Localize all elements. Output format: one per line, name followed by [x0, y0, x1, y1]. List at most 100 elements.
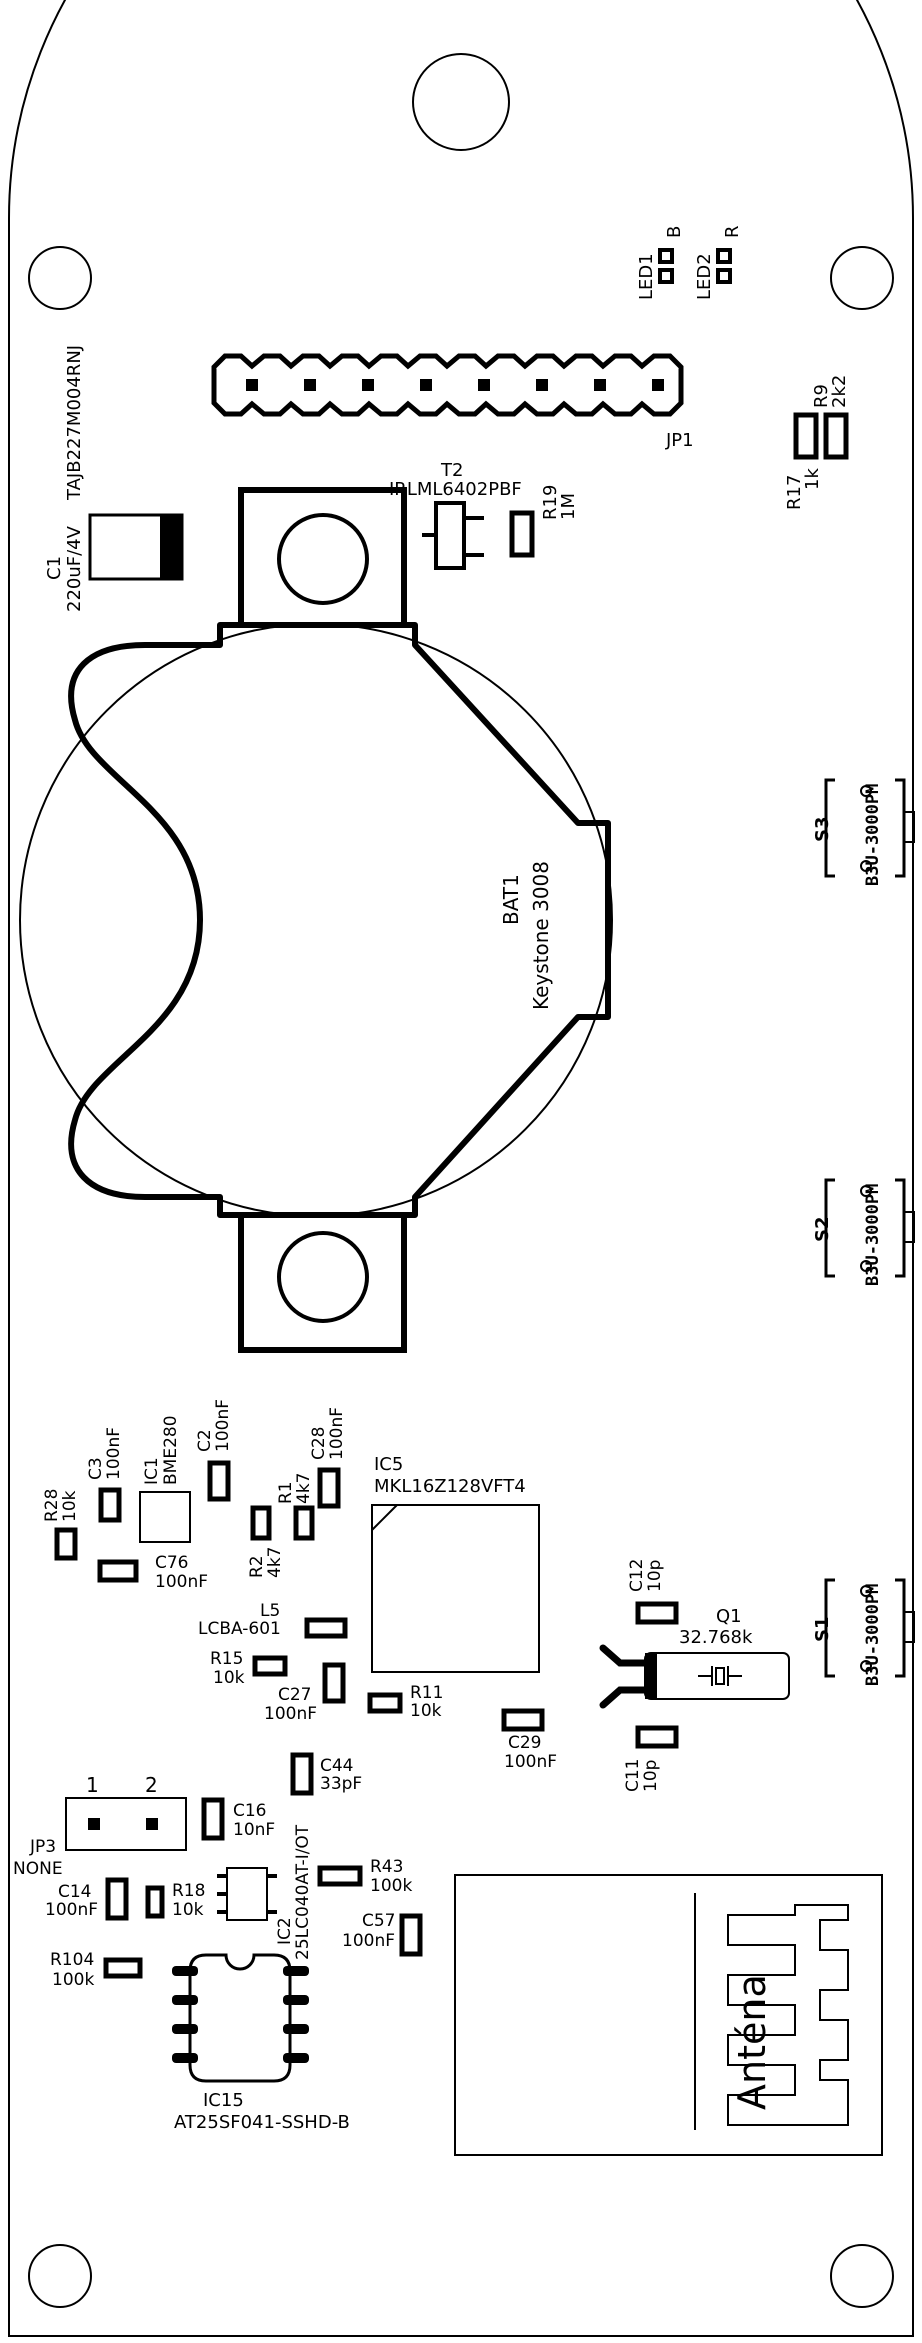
r9: R9 2k2 — [811, 375, 850, 460]
r2: R2 4k7 — [247, 1505, 285, 1578]
switch-s1: S1 B3U-3000PM — [812, 1578, 915, 1686]
svg-text:100nF: 100nF — [155, 1572, 208, 1592]
svg-text:C28: C28 — [309, 1426, 329, 1460]
svg-text:TAJB227M004RNJ: TAJB227M004RNJ — [64, 345, 85, 501]
jp3-jumper: 1 2 JP3 NONE — [13, 1773, 187, 1879]
svg-text:T2: T2 — [440, 460, 463, 481]
jp1-header: JP1 — [211, 353, 694, 451]
svg-text:2: 2 — [145, 1773, 158, 1797]
c29: C29 100nF — [501, 1708, 557, 1772]
c2: C2 100nF — [195, 1399, 233, 1502]
svg-text:1: 1 — [86, 1773, 99, 1797]
svg-text:25LC040AT-I/OT: 25LC040AT-I/OT — [293, 1824, 313, 1960]
svg-text:100nF: 100nF — [327, 1407, 347, 1460]
svg-text:100nF: 100nF — [504, 1752, 557, 1772]
svg-text:2k2: 2k2 — [829, 375, 850, 408]
svg-text:100nF: 100nF — [45, 1900, 98, 1920]
svg-text:10p: 10p — [641, 1760, 661, 1792]
svg-text:C76: C76 — [155, 1553, 189, 1573]
svg-text:LED2: LED2 — [694, 253, 715, 300]
mounting-holes — [28, 53, 894, 2308]
svg-text:C1: C1 — [44, 556, 65, 580]
svg-text:4k7: 4k7 — [265, 1547, 285, 1578]
svg-text:Anténa: Anténa — [730, 1974, 774, 2110]
svg-text:C2: C2 — [195, 1429, 215, 1452]
switch-s3: S3 B3U-3000PM — [812, 778, 915, 886]
svg-text:B3U-3000PM: B3U-3000PM — [863, 784, 883, 886]
svg-text:10k: 10k — [172, 1900, 204, 1920]
r11: R11 10k — [367, 1683, 443, 1721]
svg-text:C16: C16 — [233, 1801, 267, 1821]
svg-text:10k: 10k — [213, 1668, 245, 1688]
svg-text:R18: R18 — [172, 1881, 205, 1901]
bat1-battery-holder: BAT1 Keystone 3008 — [19, 487, 613, 1353]
r1: R1 4k7 — [276, 1473, 315, 1541]
svg-text:NONE: NONE — [13, 1859, 63, 1879]
svg-text:BME280: BME280 — [161, 1415, 181, 1485]
svg-text:C57: C57 — [362, 1911, 396, 1931]
svg-text:S3: S3 — [812, 817, 833, 843]
svg-text:JP3: JP3 — [29, 1837, 56, 1857]
ic1-bme280: IC1 BME280 — [139, 1415, 191, 1543]
svg-text:100k: 100k — [52, 1970, 94, 1990]
r43: R43 100k — [317, 1857, 412, 1896]
svg-text:Keystone 3008: Keystone 3008 — [529, 861, 553, 1010]
c1-capacitor: C1 220uF/4V TAJB227M004RNJ — [44, 345, 184, 612]
svg-text:IRLML6402PBF: IRLML6402PBF — [389, 479, 522, 500]
svg-text:33pF: 33pF — [320, 1774, 362, 1794]
svg-text:IC5: IC5 — [374, 1454, 403, 1475]
svg-text:100nF: 100nF — [104, 1427, 124, 1480]
c57: C57 100nF — [342, 1911, 423, 1957]
q1-crystal: Q1 32.768k — [599, 1606, 790, 1709]
switch-s2: S2 B3U-3000PM — [812, 1178, 915, 1286]
svg-text:IC15: IC15 — [203, 2090, 244, 2111]
svg-text:100nF: 100nF — [342, 1931, 395, 1951]
svg-text:R: R — [722, 225, 743, 238]
svg-text:R104: R104 — [50, 1950, 94, 1970]
svg-text:L5: L5 — [260, 1601, 280, 1621]
svg-text:MKL16Z128VFT4: MKL16Z128VFT4 — [374, 1476, 526, 1497]
svg-text:R15: R15 — [210, 1649, 243, 1669]
svg-text:100nF: 100nF — [264, 1704, 317, 1724]
svg-text:10nF: 10nF — [233, 1820, 275, 1840]
svg-text:100nF: 100nF — [213, 1399, 233, 1452]
svg-text:LCBA-601: LCBA-601 — [198, 1619, 281, 1639]
svg-text:R28: R28 — [42, 1489, 62, 1522]
c11: C11 10p — [623, 1725, 679, 1792]
r19: R19 1M — [509, 485, 579, 558]
svg-text:AT25SF041-SSHD-B: AT25SF041-SSHD-B — [174, 2112, 350, 2133]
c28: C28 100nF — [309, 1407, 347, 1509]
svg-text:C44: C44 — [320, 1756, 354, 1776]
svg-text:C11: C11 — [623, 1758, 643, 1792]
svg-text:1k: 1k — [802, 468, 823, 490]
board-outline — [8, 0, 914, 2337]
svg-text:C29: C29 — [508, 1733, 542, 1753]
c3: C3 100nF — [86, 1427, 124, 1523]
svg-text:10k: 10k — [60, 1490, 80, 1522]
ic2-eeprom: IC2 25LC040AT-I/OT — [217, 1824, 313, 1960]
r104: R104 100k — [50, 1950, 143, 1990]
c76: C76 100nF — [97, 1553, 208, 1592]
svg-text:R2: R2 — [247, 1555, 267, 1578]
c27: C27 100nF — [264, 1662, 346, 1724]
svg-text:1M: 1M — [558, 493, 579, 520]
led1: LED1 B — [636, 226, 685, 300]
svg-text:C12: C12 — [627, 1558, 647, 1592]
svg-text:Q1: Q1 — [716, 1606, 742, 1627]
svg-text:10p: 10p — [645, 1560, 665, 1592]
ic5-mcu: IC5 MKL16Z128VFT4 — [371, 1454, 540, 1673]
svg-text:R1: R1 — [276, 1481, 296, 1504]
svg-text:LED1: LED1 — [636, 253, 657, 300]
c44: C44 33pF — [290, 1752, 362, 1796]
svg-text:C27: C27 — [278, 1685, 312, 1705]
svg-text:IC2: IC2 — [275, 1917, 295, 1945]
ic15-flash: IC15 AT25SF041-SSHD-B — [172, 1953, 350, 2133]
svg-text:R19: R19 — [540, 485, 561, 520]
svg-text:C14: C14 — [58, 1882, 92, 1902]
svg-text:R43: R43 — [370, 1857, 403, 1877]
svg-text:100k: 100k — [370, 1876, 412, 1896]
r17: R17 1k — [784, 412, 823, 510]
svg-text:220uF/4V: 220uF/4V — [64, 525, 85, 612]
svg-text:B3U-3000PM: B3U-3000PM — [863, 1184, 883, 1286]
svg-text:S1: S1 — [812, 1617, 833, 1643]
